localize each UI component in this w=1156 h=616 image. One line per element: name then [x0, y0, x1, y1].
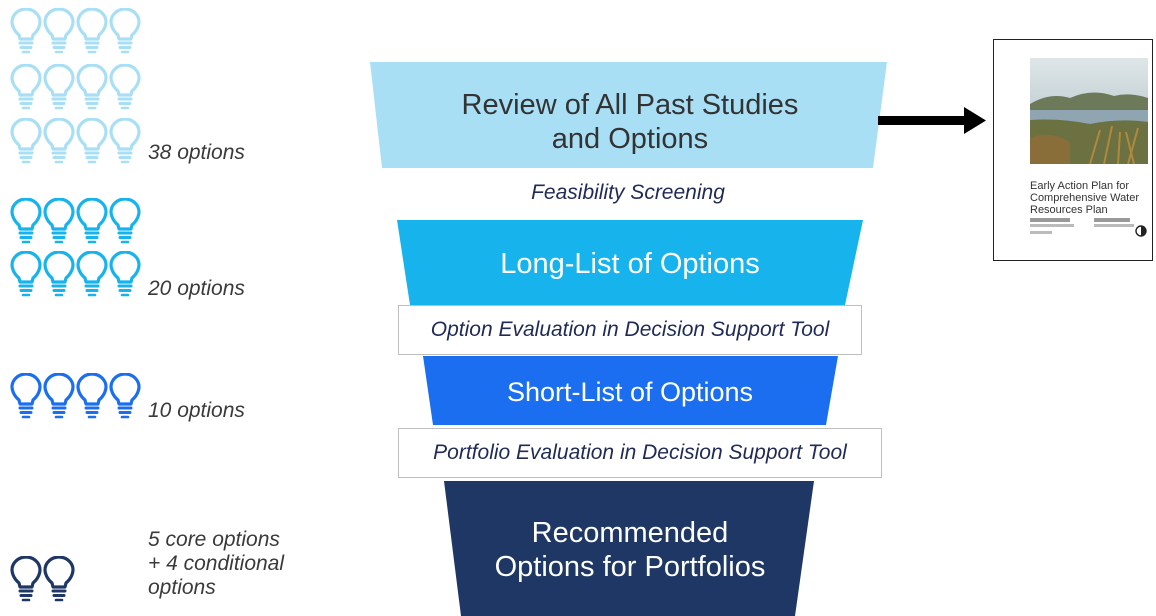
bulb-row [10, 118, 141, 164]
light-bulb-icon [76, 118, 108, 164]
funnel-stage-long-list [397, 220, 863, 305]
light-bulb-icon [76, 373, 108, 419]
arrow-right-icon [878, 107, 986, 134]
light-bulb-icon [10, 373, 42, 419]
count-label-38: 38 options [148, 141, 245, 164]
bulb-row [10, 373, 141, 419]
bulb-row [10, 556, 75, 602]
light-bulb-icon [43, 198, 75, 244]
count-label-20: 20 options [148, 277, 245, 300]
report-fine-print [1030, 231, 1052, 234]
light-bulb-icon [43, 251, 75, 297]
light-bulb-icon [10, 64, 42, 110]
stage-label-review: Review of All Past Studies and Options [461, 89, 799, 155]
funnel-stage-review [370, 62, 887, 168]
report-fine-print [1030, 224, 1074, 227]
light-bulb-icon [10, 8, 42, 54]
report-fine-print [1030, 218, 1070, 222]
count-label-10: 10 options [148, 399, 245, 422]
light-bulb-icon [10, 251, 42, 297]
light-bulb-icon [10, 556, 42, 602]
light-bulb-icon [109, 64, 141, 110]
light-bulb-icon [76, 64, 108, 110]
report-title: Early Action Plan for Comprehensive Wate… [1030, 180, 1140, 216]
bulb-row [10, 198, 141, 244]
light-bulb-icon [109, 118, 141, 164]
light-bulb-icon [76, 251, 108, 297]
light-bulb-icon [76, 198, 108, 244]
light-bulb-icon [109, 251, 141, 297]
funnel-stage-recommended [444, 481, 814, 616]
report-cover-photo [1030, 58, 1148, 164]
funnel-stage-short-list [423, 356, 838, 425]
report-fine-print [1094, 218, 1130, 222]
light-bulb-icon [109, 198, 141, 244]
stage-label-recommended: Recommended Options for Portfolios [494, 517, 766, 583]
light-bulb-icon [76, 8, 108, 54]
light-bulb-icon [109, 8, 141, 54]
bulb-row [10, 64, 141, 110]
light-bulb-icon [10, 118, 42, 164]
method-feasibility-screening: Feasibility Screening [398, 170, 858, 216]
light-bulb-icon [43, 8, 75, 54]
method-portfolio-evaluation: Portfolio Evaluation in Decision Support… [398, 428, 882, 478]
light-bulb-icon [10, 198, 42, 244]
bulb-row [10, 8, 141, 54]
light-bulb-icon [43, 373, 75, 419]
light-bulb-icon [109, 373, 141, 419]
count-label-5-core: 5 core options + 4 conditional options [148, 528, 285, 599]
light-bulb-icon [43, 118, 75, 164]
stage-label-short-list: Short-List of Options [506, 377, 754, 407]
report-thumbnail: Early Action Plan for Comprehensive Wate… [993, 39, 1153, 261]
method-option-evaluation: Option Evaluation in Decision Support To… [398, 305, 862, 355]
bulb-row [10, 251, 141, 297]
light-bulb-icon [43, 556, 75, 602]
stage-label-long-list: Long-List of Options [500, 248, 760, 280]
light-bulb-icon [43, 64, 75, 110]
report-logo-icon [1135, 225, 1147, 237]
report-fine-print [1094, 224, 1134, 227]
